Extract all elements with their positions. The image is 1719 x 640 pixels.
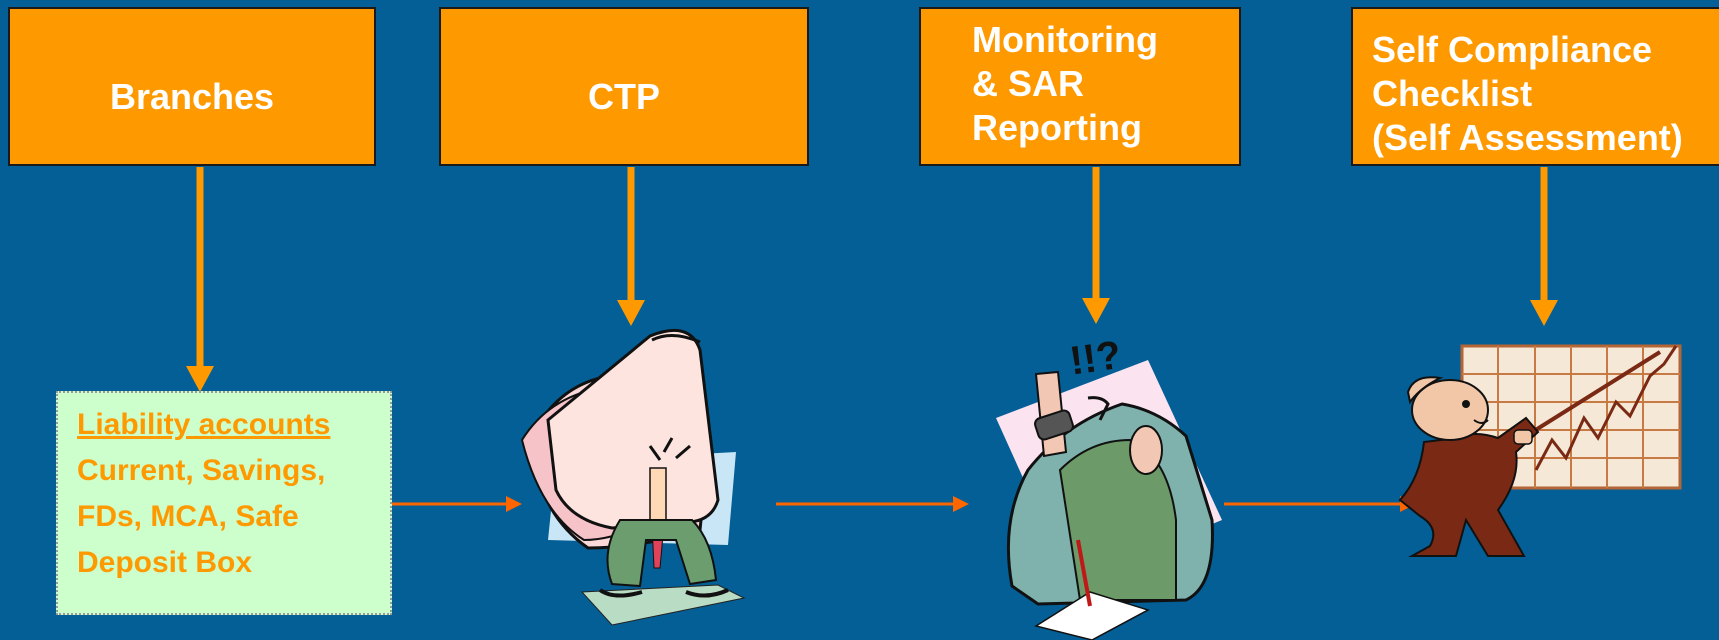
monitoring-label: Monitoring & SAR Reporting [972, 19, 1158, 148]
down-arrow-ctp [617, 167, 645, 326]
surprised-men-icon: !!? [996, 333, 1222, 640]
svg-text:!!?: !!? [1067, 333, 1124, 384]
self-compliance-box: Self Compliance Checklist (Self Assessme… [1351, 7, 1719, 166]
note-line: Current, Savings, [77, 454, 326, 487]
liability-accounts-note: Liability accounts Current, Savings, FDs… [56, 391, 392, 615]
self-compliance-label: Self Compliance Checklist (Self Assessme… [1372, 29, 1683, 158]
ctp-label: CTP [588, 76, 660, 117]
down-arrow-branches [186, 167, 214, 392]
ctp-box: CTP [439, 7, 809, 166]
note-title: Liability accounts [77, 408, 331, 441]
down-arrow-self-compliance [1530, 167, 1558, 326]
flow-arrow-1 [392, 496, 522, 512]
presenter-chart-icon [1398, 344, 1682, 557]
folder-man-icon [520, 328, 746, 626]
down-arrow-monitoring [1082, 167, 1110, 324]
branches-box: Branches [8, 7, 376, 166]
flow-arrow-2 [776, 496, 969, 512]
note-line: FDs, MCA, Safe [77, 500, 299, 533]
monitoring-box: Monitoring & SAR Reporting [919, 7, 1241, 166]
note-line: Deposit Box [77, 546, 253, 579]
flow-arrow-3 [1224, 496, 1416, 512]
branches-label: Branches [109, 76, 275, 117]
